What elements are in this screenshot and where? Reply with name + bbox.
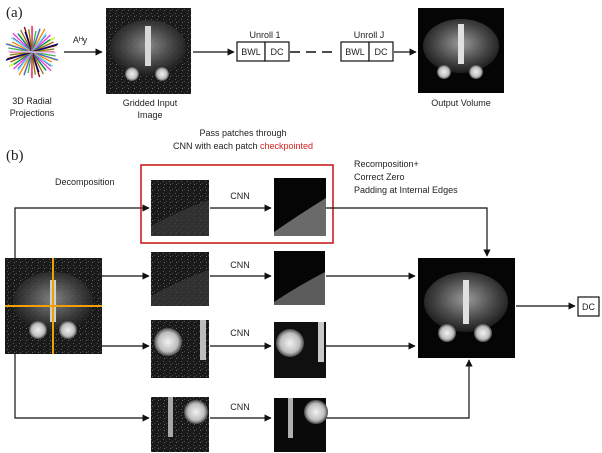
cnn-label-2: CNN	[230, 260, 250, 270]
panel-b-label: (b)	[6, 148, 24, 164]
patch-1-output	[274, 178, 326, 236]
unroll-j-bwl: BWL	[345, 47, 365, 57]
recomposition-line3: Padding at Internal Edges	[354, 185, 458, 195]
recompose-arrow-1	[326, 207, 491, 257]
operator-label: Aᴴy	[73, 35, 88, 45]
patch-3-input	[151, 320, 209, 378]
pass-caption-line1: Pass patches through	[199, 128, 286, 138]
unroll-1-dc: DC	[271, 47, 284, 57]
radial-projections-icon	[5, 25, 59, 79]
input-caption-line2: Image	[137, 110, 162, 120]
pass-caption-line2: CNN with each patch checkpointed	[173, 141, 313, 151]
input-caption-line1: Gridded Input	[123, 98, 178, 108]
cnn-label-4: CNN	[230, 402, 250, 412]
unroll-j-title: Unroll J	[354, 30, 385, 40]
unroll-j-block: BWL DC	[340, 41, 394, 62]
projections-caption-line1: 3D Radial	[12, 96, 52, 106]
unroll-1-bwl: BWL	[241, 47, 261, 57]
decomposition-source-image	[5, 258, 102, 354]
patch-4-output	[274, 398, 328, 452]
patch-3-output	[274, 322, 326, 378]
unroll-1-title: Unroll 1	[249, 30, 280, 40]
patch-1-input	[151, 180, 209, 236]
patch-4-input	[151, 397, 209, 452]
dc-label: DC	[582, 302, 595, 312]
cnn-label-3: CNN	[230, 328, 250, 338]
unroll-j-dc: DC	[375, 47, 388, 57]
panel-a-label: (a)	[6, 5, 23, 21]
dc-box	[577, 296, 600, 317]
cnn-label-1: CNN	[230, 191, 250, 201]
recomposed-image	[418, 258, 515, 358]
pass-caption-prefix: CNN with each patch	[173, 141, 260, 151]
unroll-1-block: BWL DC	[236, 41, 290, 62]
unroll-1-dc-box	[264, 41, 290, 62]
pass-caption-highlight: checkpointed	[260, 141, 313, 151]
unroll-j-dc-box	[368, 41, 394, 62]
branch-arrow-4	[14, 354, 150, 422]
projections-caption-line2: Projections	[10, 108, 55, 118]
output-volume-image	[418, 8, 504, 93]
output-caption: Output Volume	[431, 98, 491, 108]
radial-projection-line	[7, 50, 57, 54]
patch-2-input	[151, 252, 209, 306]
gridded-input-image	[106, 8, 191, 94]
recomposition-line2: Correct Zero	[354, 172, 405, 182]
checkpoint-highlight-box	[140, 164, 334, 244]
patch-2-output	[274, 251, 325, 305]
decomposition-label: Decomposition	[55, 177, 115, 187]
branch-arrow-1	[14, 204, 150, 258]
recomposition-line1: Recomposition+	[354, 159, 419, 169]
recompose-arrow-4	[326, 359, 473, 419]
